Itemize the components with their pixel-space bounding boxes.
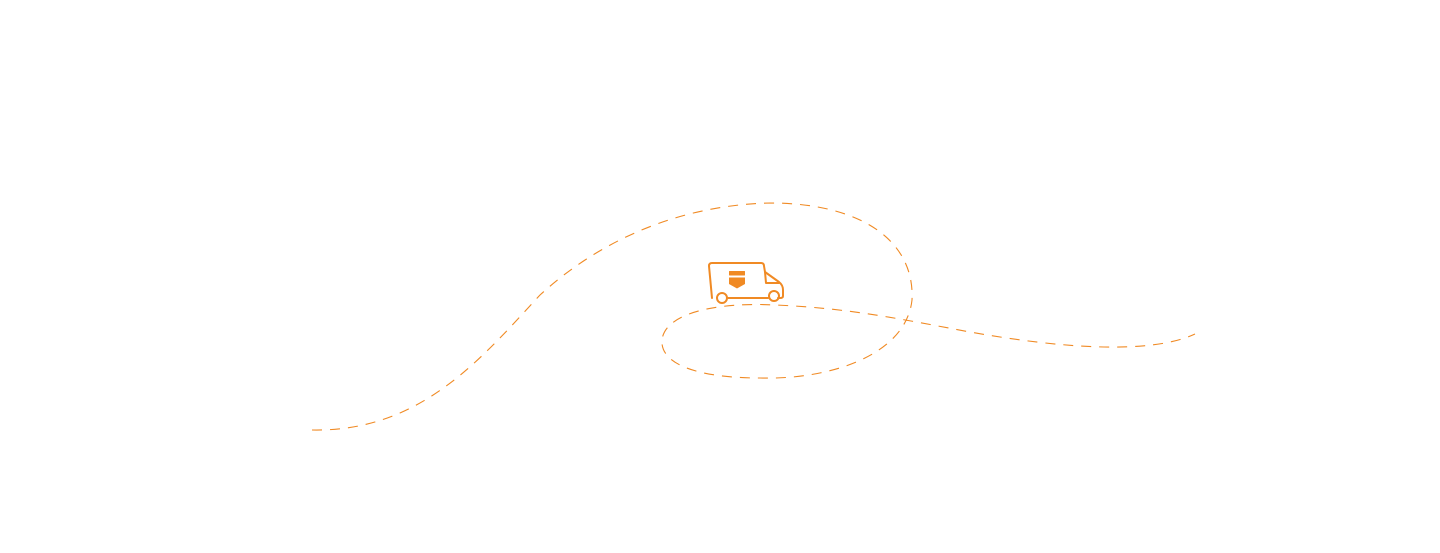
delivery-van-icon: [708, 262, 784, 304]
van-rear-wheel: [716, 292, 728, 304]
shield-logo-icon: [729, 271, 745, 289]
dashed-route-path: [311, 202, 1196, 431]
van-window-line: [764, 271, 780, 284]
van-front-wheel: [768, 290, 780, 302]
